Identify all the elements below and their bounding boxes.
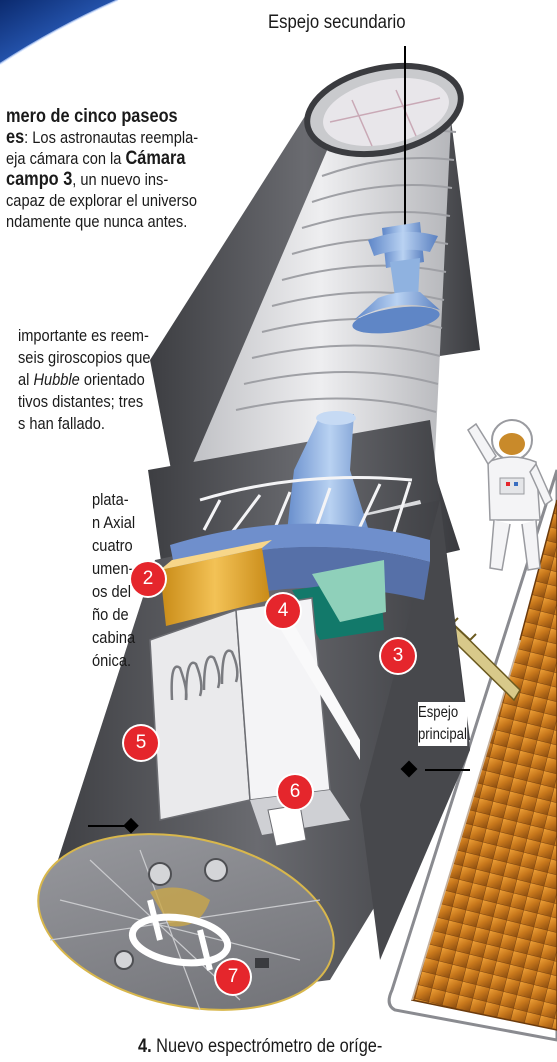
support-truss <box>199 476 413 549</box>
badge-2: 2 <box>131 562 165 596</box>
p1-line4b: , un nuevo ins- <box>72 170 169 189</box>
secondary-mirror-label: Espejo secundario <box>268 12 406 33</box>
p3-line6: ño de <box>92 605 129 624</box>
handle-ring <box>128 899 232 971</box>
p1-line5: capaz de explorar el universo <box>6 191 197 210</box>
p1-line6: ndamente que nunca antes. <box>6 212 188 231</box>
p1-line1: mero de cinco paseos <box>6 106 178 127</box>
p1-line3b: Cámara <box>125 148 186 169</box>
paragraph-gyroscopes: importante es reem- seis giroscopios que… <box>18 325 150 435</box>
paragraph-spacewalks: mero de cinco paseos es: Los astronautas… <box>6 106 198 232</box>
caption-number: 4. <box>138 1036 152 1057</box>
solar-panel <box>387 469 557 1042</box>
badge-7: 7 <box>216 960 250 994</box>
p2-line5: s han fallado. <box>18 414 105 433</box>
p1-line2a: es <box>6 127 25 148</box>
paragraph-axial-bay: plata- n Axial cuatro umen- os del ño de… <box>92 488 135 672</box>
leader-lines <box>88 769 470 827</box>
primary-mirror-label-line2: principal <box>418 726 467 743</box>
p3-line2: n Axial <box>92 513 136 532</box>
primary-mirror-label: Espejo principal <box>418 702 467 746</box>
p1-line2b: : Los astronautas reempla- <box>24 128 199 147</box>
p3-line8: ónica. <box>92 651 132 670</box>
p3-line4: umen- <box>92 559 134 578</box>
astronaut <box>467 419 553 571</box>
p1-line3a: eja cámara con la <box>6 149 126 168</box>
badge-6: 6 <box>278 775 312 809</box>
p2-line4: tivos distantes; tres <box>18 392 144 411</box>
p3-line7: cabina <box>92 628 136 647</box>
badge-4: 4 <box>266 594 300 628</box>
telescope-base-disc <box>37 833 335 1011</box>
instrument-bay <box>149 523 430 847</box>
badge-3: 3 <box>381 639 415 673</box>
p2-line3b: Hubble <box>33 370 80 389</box>
p2-line2: seis giroscopios que <box>18 348 151 367</box>
caption-text: Nuevo espectrómetro de oríge- <box>151 1036 383 1057</box>
caption-item-4: 4. Nuevo espectrómetro de oríge- <box>138 1036 382 1057</box>
space-background <box>0 0 118 64</box>
p3-line5: os del <box>92 582 132 601</box>
p2-line1: importante es reem- <box>18 326 149 345</box>
p3-line3: cuatro <box>92 536 133 555</box>
p1-line4a: campo 3 <box>6 169 73 190</box>
secondary-mirror <box>352 46 440 334</box>
p2-line3c: orientado <box>79 370 145 389</box>
primary-mirror-label-line1: Espejo <box>418 704 459 721</box>
p3-line1: plata- <box>92 490 129 509</box>
p2-line3a: al <box>18 370 34 389</box>
badge-5: 5 <box>124 726 158 760</box>
